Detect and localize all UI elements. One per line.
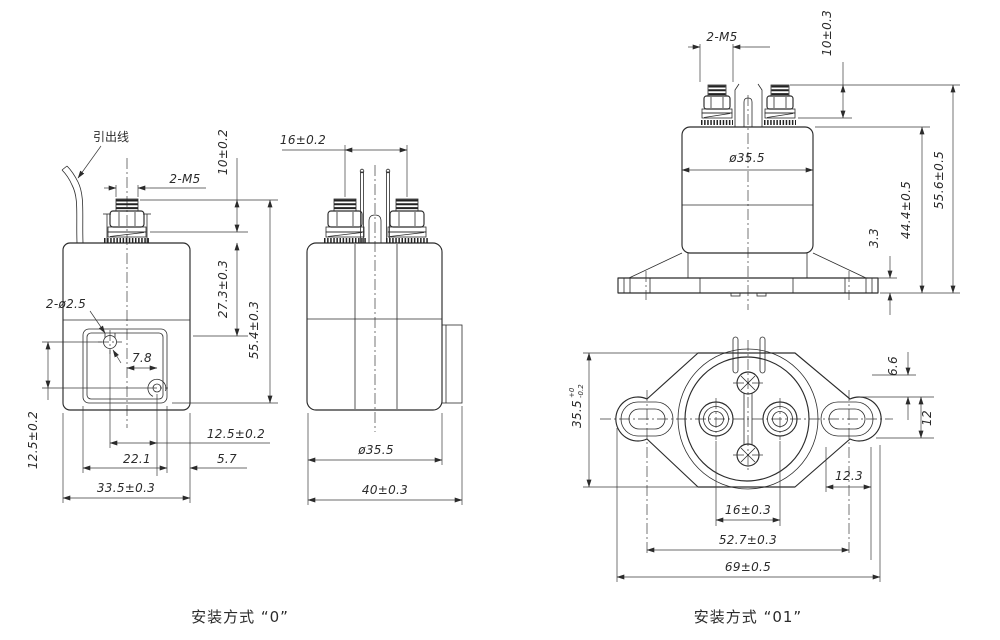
mounting-plate <box>82 328 168 404</box>
dim-body-dia: ø35.5 <box>728 151 765 165</box>
dim-body-height: 44.4±0.5 <box>899 181 913 239</box>
dim-edge-offset: 5.7 <box>217 452 237 466</box>
coil-pins <box>734 83 763 127</box>
dim-stud-height: 10±0.2 <box>216 129 230 175</box>
terminal-left-bottom <box>698 398 734 440</box>
front-view-mounting-0: 2-M5 引出线 10±0.2 27.3±0.3 55.4±0.3 2-ø2.5 <box>26 129 278 503</box>
dim-total-height: 55.4±0.3 <box>247 301 261 359</box>
dim-hole-spacing-v: 12.5±0.2 <box>26 411 40 469</box>
dim-mount-holes: 2-ø2.5 <box>46 297 86 311</box>
mount-slot-left <box>620 401 674 437</box>
flange-base <box>617 252 879 300</box>
dim-stud-height: 10±0.3 <box>820 10 834 56</box>
dim-body-depth: 40±0.3 <box>362 483 408 497</box>
side-connector-tab <box>441 324 463 404</box>
flange-outline <box>615 352 882 488</box>
dim-terminal-spacing: 16±0.2 <box>280 133 326 147</box>
dim-total-height: 55.6±0.5 <box>932 151 946 209</box>
body-circle <box>684 356 810 482</box>
relay-body-outline <box>62 242 191 411</box>
mount-slot-right <box>820 401 874 437</box>
phillips-screw-top <box>733 371 763 395</box>
flange-boss-circle <box>677 348 819 490</box>
dim-slot-height: 12 <box>920 410 934 426</box>
dim-hole-spacing-h: 12.5±0.2 <box>207 427 265 441</box>
dim-pin-offset: 6.6 <box>886 356 900 376</box>
terminal-stud-left <box>324 198 366 243</box>
coil-pins-bottom <box>732 336 766 374</box>
dim-hole-offset: 7.8 <box>132 351 152 365</box>
phillips-screw-bottom <box>733 443 763 467</box>
dim-thread-label: 2-M5 <box>706 30 737 44</box>
lead-wire-label: 引出线 <box>93 130 129 144</box>
dim-flange-thickness: 3.3 <box>867 228 881 248</box>
bottom01-dimensions: 35.5 +0 -0.2 6.6 12 12.3 16±0.3 <box>568 352 934 582</box>
dim-mount-hole-spacing: 52.7±0.3 <box>719 533 777 547</box>
relay-body-outline <box>306 242 443 411</box>
dim-terminal-spacing: 16±0.3 <box>725 503 771 517</box>
dim-body-dia: ø35.5 <box>357 443 394 457</box>
svg-text:-0.2: -0.2 <box>577 384 585 398</box>
side01-dimensions: 2-M5 10±0.3 ø35.5 3.3 44.4±0.5 55.6±0.5 <box>681 10 960 315</box>
terminal-stud-right <box>386 198 428 243</box>
terminal-stud <box>103 198 151 243</box>
relay-body-outline <box>681 126 814 254</box>
dim-flange-length: 69±0.5 <box>725 560 771 574</box>
caption-mounting-0: 安装方式 “0” <box>191 608 289 626</box>
lead-wire-leader <box>77 145 102 179</box>
side-view-mounting-0: 16±0.2 ø35.5 40±0.3 <box>280 133 463 505</box>
dim-thread-label: 2-M5 <box>169 172 200 186</box>
terminal-right-bottom <box>762 398 798 440</box>
dim-body-width: 33.5±0.3 <box>97 481 155 495</box>
dim-flange-width: 35.5 +0 -0.2 <box>568 384 585 428</box>
front0-dimensions: 2-M5 引出线 10±0.2 27.3±0.3 55.4±0.3 2-ø2.5 <box>26 129 278 503</box>
svg-text:35.5: 35.5 <box>570 400 584 428</box>
side0-dimensions: 16±0.2 ø35.5 40±0.3 <box>280 133 463 505</box>
dim-upper-body-height: 27.3±0.3 <box>216 260 230 318</box>
caption-mounting-01: 安装方式 “01” <box>694 608 802 626</box>
lead-wire <box>61 165 84 244</box>
side-view-mounting-01: 2-M5 10±0.3 ø35.5 3.3 44.4±0.5 55.6±0.5 <box>617 10 960 315</box>
svg-text:+0: +0 <box>568 387 576 398</box>
terminal-stud-left <box>701 84 733 125</box>
coil-pins <box>359 168 391 244</box>
dim-slot-length: 12.3 <box>835 469 863 483</box>
bottom-view-mounting-01: 35.5 +0 -0.2 6.6 12 12.3 16±0.3 <box>568 336 934 582</box>
terminal-stud-right <box>764 84 796 125</box>
dim-plate-width: 22.1 <box>123 452 151 466</box>
mount-hole-leader <box>89 310 106 334</box>
